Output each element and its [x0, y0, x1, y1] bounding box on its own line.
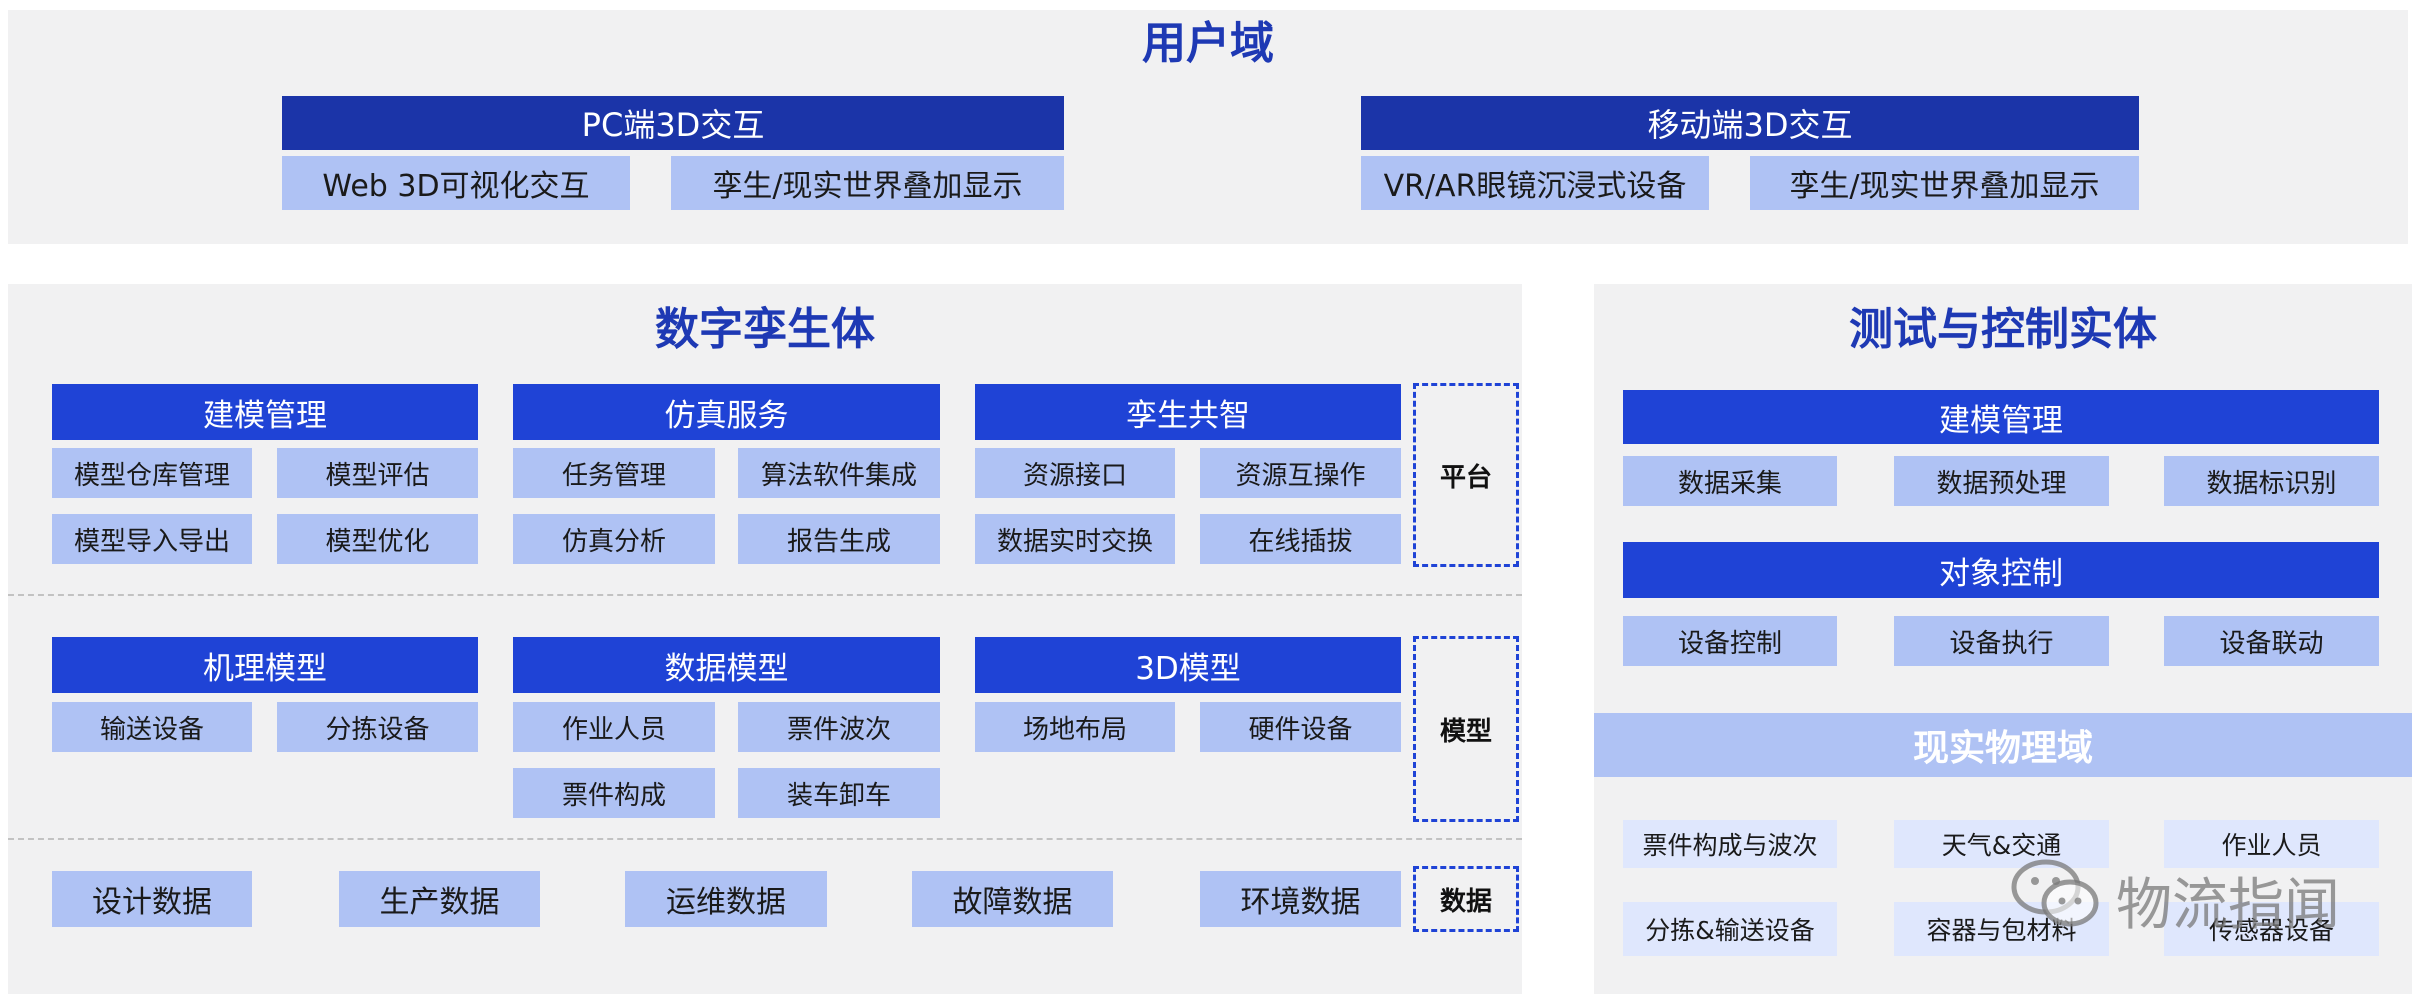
model-item: 作业人员 — [513, 702, 715, 752]
tc-modeling-item: 数据标识别 — [2164, 456, 2379, 506]
layer-divider — [8, 838, 1522, 840]
model-item: 票件波次 — [738, 702, 940, 752]
model-layer-label: 模型 — [1413, 636, 1519, 822]
tc-object-control-header: 对象控制 — [1623, 542, 2379, 598]
mobile-item-overlay: 孪生/现实世界叠加显示 — [1750, 156, 2139, 210]
model-item: 输送设备 — [52, 702, 252, 752]
pc-item-overlay: 孪生/现实世界叠加显示 — [671, 156, 1064, 210]
watermark: 物流指闻 — [2010, 857, 2340, 943]
physical-item: 票件构成与波次 — [1623, 820, 1837, 868]
platform-item: 模型评估 — [277, 448, 478, 498]
tc-object-control-item: 设备控制 — [1623, 616, 1837, 666]
platform-group-simulation-header: 仿真服务 — [513, 384, 940, 440]
model-group-3d-header: 3D模型 — [975, 637, 1401, 693]
watermark-text: 物流指闻 — [2116, 872, 2340, 938]
platform-item: 算法软件集成 — [738, 448, 940, 498]
model-item: 场地布局 — [975, 702, 1175, 752]
platform-item: 资源接口 — [975, 448, 1175, 498]
platform-item: 模型优化 — [277, 514, 478, 564]
platform-item: 资源互操作 — [1200, 448, 1401, 498]
data-layer-label: 数据 — [1413, 866, 1519, 932]
model-item: 装车卸车 — [738, 768, 940, 818]
model-group-mechanism-header: 机理模型 — [52, 637, 478, 693]
data-item: 故障数据 — [912, 871, 1113, 927]
model-item: 分拣设备 — [277, 702, 478, 752]
digital-twin-title: 数字孪生体 — [655, 304, 875, 355]
physical-item: 传感器设备 — [2164, 902, 2379, 956]
tc-modeling-header: 建模管理 — [1623, 390, 2379, 444]
platform-item: 模型仓库管理 — [52, 448, 252, 498]
user-domain-title: 用户域 — [1142, 18, 1274, 69]
test-control-title: 测试与控制实体 — [1849, 304, 2157, 355]
physical-item: 天气&交通 — [1894, 820, 2109, 868]
layer-divider — [8, 594, 1522, 596]
data-item: 设计数据 — [52, 871, 252, 927]
model-item: 硬件设备 — [1200, 702, 1401, 752]
platform-group-modeling-header: 建模管理 — [52, 384, 478, 440]
wechat-icon — [2010, 857, 2102, 943]
data-item: 环境数据 — [1200, 871, 1401, 927]
physical-item: 作业人员 — [2164, 820, 2379, 868]
platform-layer-label: 平台 — [1413, 383, 1519, 567]
platform-item: 在线插拔 — [1200, 514, 1401, 564]
data-item: 运维数据 — [625, 871, 827, 927]
platform-item: 仿真分析 — [513, 514, 715, 564]
tc-object-control-item: 设备联动 — [2164, 616, 2379, 666]
data-item: 生产数据 — [339, 871, 540, 927]
platform-group-cointelligence-header: 孪生共智 — [975, 384, 1401, 440]
tc-modeling-item: 数据预处理 — [1894, 456, 2109, 506]
pc-item-web3d: Web 3D可视化交互 — [282, 156, 630, 210]
tc-object-control-item: 设备执行 — [1894, 616, 2109, 666]
model-group-data-header: 数据模型 — [513, 637, 940, 693]
model-item: 票件构成 — [513, 768, 715, 818]
physical-domain-band: 现实物理域 — [1594, 713, 2412, 777]
platform-item: 任务管理 — [513, 448, 715, 498]
tc-modeling-item: 数据采集 — [1623, 456, 1837, 506]
platform-item: 报告生成 — [738, 514, 940, 564]
platform-item: 模型导入导出 — [52, 514, 252, 564]
mobile-item-vrar: VR/AR眼镜沉浸式设备 — [1361, 156, 1709, 210]
physical-item: 分拣&输送设备 — [1623, 902, 1837, 956]
pc-3d-header: PC端3D交互 — [282, 96, 1064, 150]
mobile-3d-header: 移动端3D交互 — [1361, 96, 2139, 150]
platform-item: 数据实时交换 — [975, 514, 1175, 564]
